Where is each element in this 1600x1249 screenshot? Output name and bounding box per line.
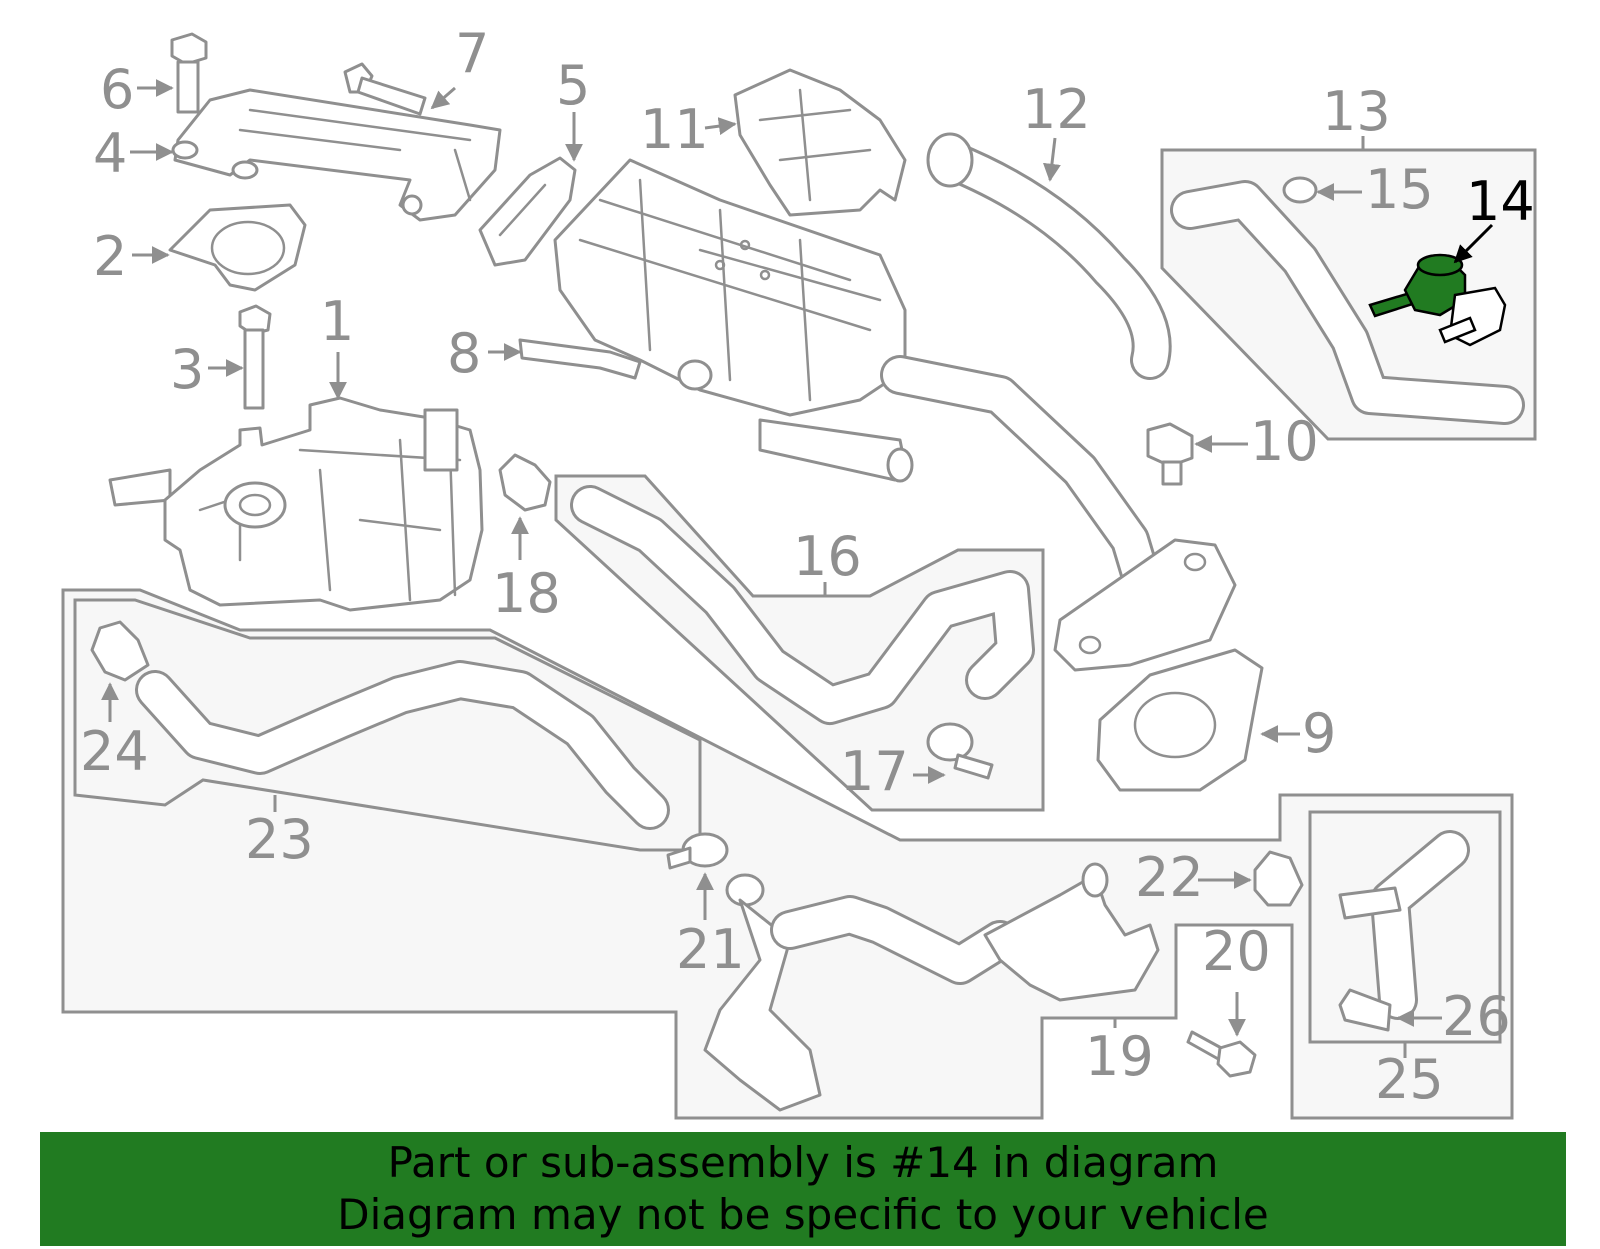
hose-23 — [135, 660, 670, 830]
callout-3: 3 — [170, 338, 204, 401]
callout-12: 12 — [1022, 78, 1091, 141]
callout-26: 26 — [1442, 985, 1511, 1048]
bolt-3 — [238, 304, 272, 410]
callout-1: 1 — [320, 290, 354, 353]
heat-shield-11 — [733, 68, 907, 217]
callout-20: 20 — [1202, 920, 1271, 983]
clamp-17 — [926, 722, 994, 780]
clamp-21 — [666, 832, 729, 870]
vacuum-valve-14 — [1368, 253, 1507, 347]
callout-25: 25 — [1375, 1048, 1444, 1111]
callout-16: 16 — [793, 525, 862, 588]
clamp-15 — [1282, 176, 1318, 204]
callout-15: 15 — [1365, 158, 1434, 221]
egr-cooler — [553, 158, 914, 483]
banner-line-2: Diagram may not be specific to your vehi… — [337, 1190, 1269, 1239]
callout-22: 22 — [1135, 846, 1204, 909]
gasket-2 — [168, 203, 307, 292]
callout-24: 24 — [80, 720, 149, 783]
clip-26 — [1338, 988, 1392, 1032]
callout-7: 7 — [455, 22, 489, 85]
pipe-19 — [703, 862, 1160, 1112]
tube-8 — [518, 338, 642, 380]
callout-4: 4 — [93, 122, 127, 185]
callout-23: 23 — [245, 808, 314, 871]
hose-13 — [1170, 180, 1525, 425]
bolt-10 — [1146, 422, 1194, 486]
gasket-5 — [478, 156, 577, 267]
callout-21: 21 — [676, 918, 745, 981]
callout-17: 17 — [840, 740, 909, 803]
callout-14: 14 — [1466, 170, 1535, 233]
callout-11: 11 — [640, 98, 709, 161]
callout-10: 10 — [1250, 410, 1319, 473]
bolt-7 — [343, 62, 427, 116]
callout-5: 5 — [556, 54, 590, 117]
egr-pipe-4 — [171, 88, 502, 222]
bolt-6 — [170, 32, 208, 114]
egr-valve-1 — [108, 396, 484, 612]
egr-pipe-long — [880, 355, 1237, 672]
leader-lines — [101, 79, 1494, 1058]
bolt-20 — [1186, 1030, 1257, 1078]
info-banner: Part or sub-assembly is #14 in diagram D… — [40, 1132, 1566, 1246]
callout-8: 8 — [447, 322, 481, 385]
clip-22 — [1253, 850, 1304, 907]
callout-18: 18 — [492, 562, 561, 625]
hose-16 — [570, 485, 1035, 725]
banner-line-1: Part or sub-assembly is #14 in diagram — [387, 1138, 1219, 1187]
callout-19: 19 — [1085, 1025, 1154, 1088]
callout-6: 6 — [100, 58, 134, 121]
hose-12 — [926, 132, 1172, 380]
clamp-24 — [90, 620, 150, 682]
callout-13: 13 — [1322, 80, 1391, 143]
callout-9: 9 — [1302, 702, 1336, 765]
hose-25 — [1338, 830, 1470, 1020]
callout-2: 2 — [93, 225, 127, 288]
gasket-9 — [1096, 648, 1264, 792]
clip-18 — [498, 453, 552, 512]
